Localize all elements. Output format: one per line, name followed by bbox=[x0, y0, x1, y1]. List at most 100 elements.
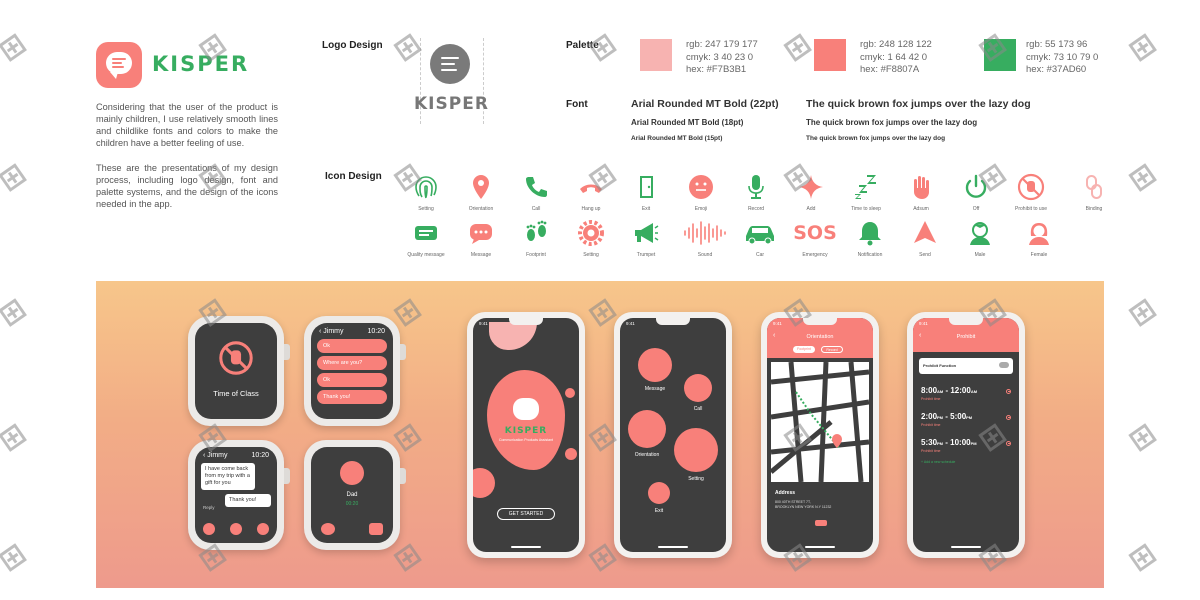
remove-schedule-2[interactable] bbox=[1006, 415, 1011, 420]
schedule-2: 2:00PM - 5:00PM bbox=[921, 412, 973, 421]
call-duration: 00:20 bbox=[345, 501, 359, 507]
schedule-3: 5:30PM - 10:00PM bbox=[921, 438, 977, 447]
logo-wordmark: KISPER bbox=[414, 94, 489, 114]
back-icon[interactable]: ‹ bbox=[919, 332, 922, 339]
female-avatar-icon: Female bbox=[1012, 218, 1066, 264]
brand-logo bbox=[96, 42, 142, 88]
emoji-button[interactable] bbox=[203, 523, 215, 535]
splash-blob bbox=[487, 370, 565, 470]
sleep-icon: Time to sleep bbox=[839, 172, 893, 218]
phone-menu: 9:41 Message Call Orientation Setting Ex… bbox=[614, 312, 732, 558]
car-icon bbox=[815, 520, 827, 526]
car-icon: Car bbox=[733, 218, 787, 264]
hang-up-icon: Hang up bbox=[564, 172, 618, 218]
bell-icon: Notification bbox=[843, 218, 897, 264]
tab-footprint[interactable]: Footprint bbox=[793, 346, 815, 353]
address-line-2: BROOKLYN NEW YORK N.Y 11232 bbox=[775, 505, 832, 509]
prohibit-icon: Prohibit to use bbox=[1004, 172, 1058, 218]
emoji-icon: Emoji bbox=[674, 172, 728, 218]
remove-schedule-3[interactable] bbox=[1006, 441, 1011, 446]
font-label: Font bbox=[566, 99, 588, 110]
watch-quick-replies: ‹ Jimmy 10:20 Ok Where are you? Ok Thank … bbox=[304, 316, 406, 426]
message-button[interactable] bbox=[257, 523, 269, 535]
watermark-stamp: ⊞ bbox=[0, 155, 33, 200]
power-icon: Off bbox=[949, 172, 1003, 218]
address-label: Address bbox=[775, 490, 796, 496]
sound-wave-icon: Sound bbox=[678, 218, 732, 264]
quick-reply-thanks[interactable]: Thank you! bbox=[317, 390, 387, 404]
map-view[interactable] bbox=[771, 362, 869, 482]
binding-link-icon: Binding bbox=[1067, 172, 1121, 218]
watermark-stamp: ⊞ bbox=[0, 415, 33, 460]
male-avatar-icon: Male bbox=[953, 218, 1007, 264]
phone-call-icon: Call bbox=[509, 172, 563, 218]
caller-name: Dad bbox=[346, 492, 358, 498]
font-sample-large: The quick brown fox jumps over the lazy … bbox=[806, 98, 1031, 110]
hand-icon: Adsum bbox=[894, 172, 948, 218]
logo-design-label: Logo Design bbox=[322, 40, 383, 51]
phone-orientation: 9:41 ‹ Orientation Footprint Record Addr… bbox=[761, 312, 879, 558]
phone-splash: 9:41 KISPER Communication Products Assis… bbox=[467, 312, 585, 558]
menu-message-button[interactable] bbox=[638, 348, 672, 382]
font-name-15pt: Arial Rounded MT Bold (15pt) bbox=[631, 135, 723, 142]
add-schedule-link[interactable]: + Add a new schedule bbox=[921, 460, 956, 464]
chat-bubble-icon bbox=[106, 52, 132, 79]
caller-avatar bbox=[340, 461, 364, 485]
watermark-stamp: ⊞ bbox=[0, 25, 33, 70]
outgoing-message: Thank you! bbox=[225, 494, 271, 507]
schedule-1: 8:00AM - 12:00AM bbox=[921, 386, 978, 395]
font-sample-medium: The quick brown fox jumps over the lazy … bbox=[806, 118, 978, 127]
quick-reply-where[interactable]: Where are you? bbox=[317, 356, 387, 370]
sparkle-icon: Add bbox=[784, 172, 838, 218]
location-pin-icon: Orientation bbox=[454, 172, 508, 218]
swatch-green bbox=[984, 39, 1016, 71]
watermark-stamp: ⊞ bbox=[1122, 415, 1163, 460]
swatch-light-pink bbox=[640, 39, 672, 71]
toggle-switch[interactable] bbox=[999, 362, 1009, 368]
watermark-stamp: ⊞ bbox=[0, 290, 33, 335]
chat-bubble-icon bbox=[513, 398, 539, 420]
tab-record[interactable]: Record bbox=[821, 346, 843, 353]
reply-label: Reply bbox=[203, 505, 215, 510]
hang-up-button[interactable] bbox=[321, 523, 335, 535]
remove-schedule-1[interactable] bbox=[1006, 389, 1011, 394]
phone-prohibit: 9:41 ‹ Prohibit Prohibit Function 8:00AM… bbox=[907, 312, 1025, 558]
watch-calling: Dad 00:20 bbox=[304, 440, 406, 550]
screen-title: Prohibit bbox=[956, 334, 976, 340]
exit-door-icon: Exit bbox=[619, 172, 673, 218]
watermark-stamp: ⊞ bbox=[1122, 535, 1163, 580]
message-icon: Message bbox=[454, 218, 508, 264]
contact-name: ‹ Jimmy bbox=[203, 452, 228, 459]
record-button[interactable] bbox=[230, 523, 242, 535]
quick-reply-ok[interactable]: Ok bbox=[317, 339, 387, 353]
watch-time: 10:20 bbox=[367, 328, 385, 335]
font-sample-small: The quick brown fox jumps over the lazy … bbox=[806, 135, 946, 142]
quality-message-icon: Quality message bbox=[399, 218, 453, 264]
menu-call-button[interactable] bbox=[684, 374, 712, 402]
brand-name: KISPER bbox=[152, 52, 250, 76]
icon-design-label: Icon Design bbox=[325, 171, 382, 182]
contact-name: ‹ Jimmy bbox=[319, 328, 344, 335]
prohibit-function-card[interactable]: Prohibit Function bbox=[919, 358, 1013, 374]
back-icon[interactable]: ‹ bbox=[773, 332, 776, 339]
description-paragraph-2: These are the presentations of my design… bbox=[96, 163, 278, 209]
sos-icon: SOS Emergency bbox=[793, 222, 837, 258]
incoming-message: I have come back from my trip with a gif… bbox=[201, 463, 255, 490]
quick-reply-ok-2[interactable]: Ok bbox=[317, 373, 387, 387]
gear-icon: Setting bbox=[564, 218, 618, 264]
menu-exit-button[interactable] bbox=[648, 482, 670, 504]
microphone-icon: Record bbox=[729, 172, 783, 218]
menu-orientation-button[interactable] bbox=[628, 410, 666, 448]
menu-setting-button[interactable] bbox=[674, 428, 718, 472]
font-name-18pt: Arial Rounded MT Bold (18pt) bbox=[631, 118, 744, 127]
class-time-label: Time of Class bbox=[213, 389, 259, 398]
swatch-coral bbox=[814, 39, 846, 71]
get-started-button[interactable]: GET STARTED bbox=[497, 508, 555, 520]
speaker-button[interactable] bbox=[369, 523, 383, 535]
watch-class-time: Time of Class bbox=[188, 316, 290, 426]
palette-label: Palette bbox=[566, 40, 599, 51]
